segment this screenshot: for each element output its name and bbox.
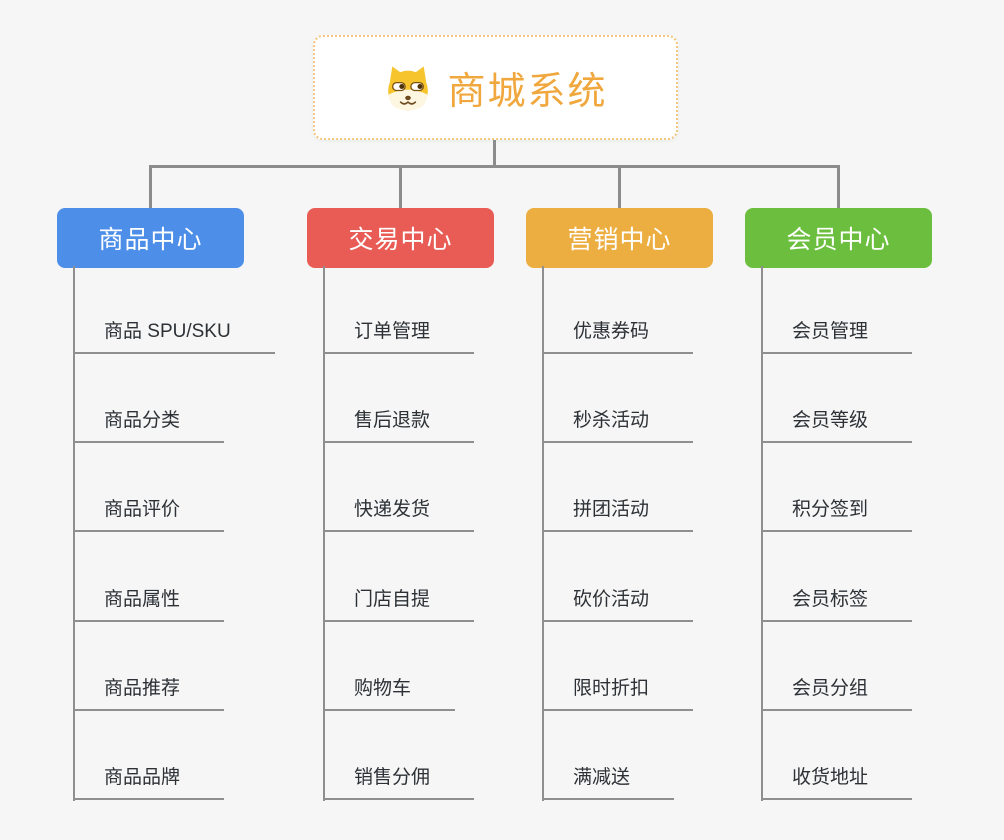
leaf-node[interactable]: 商品分类 xyxy=(73,407,225,443)
leaf-node[interactable]: 购物车 xyxy=(323,675,456,711)
leaf-node[interactable]: 快递发货 xyxy=(323,496,475,532)
root-node[interactable]: 商城系统 xyxy=(313,35,678,140)
connector-spine-members xyxy=(761,266,763,801)
connector-spine-products xyxy=(73,266,75,801)
leaf-node[interactable]: 积分签到 xyxy=(761,496,913,532)
doge-icon xyxy=(383,64,433,112)
leaf-node[interactable]: 售后退款 xyxy=(323,407,475,443)
connector-drop-marketing xyxy=(618,166,621,208)
branch-node-marketing[interactable]: 营销中心 xyxy=(526,208,713,268)
leaf-node[interactable]: 商品品牌 xyxy=(73,764,225,800)
leaf-node[interactable]: 销售分佣 xyxy=(323,764,475,800)
leaf-node[interactable]: 商品 SPU/SKU xyxy=(73,318,275,354)
leaf-node[interactable]: 拼团活动 xyxy=(542,496,694,532)
leaf-node[interactable]: 商品属性 xyxy=(73,586,225,622)
connector-root-stem xyxy=(493,140,496,167)
connector-drop-trade xyxy=(399,166,402,208)
leaf-node[interactable]: 优惠券码 xyxy=(542,318,694,354)
connector-spine-trade xyxy=(323,266,325,801)
branch-node-members[interactable]: 会员中心 xyxy=(745,208,932,268)
leaf-node[interactable]: 商品评价 xyxy=(73,496,225,532)
leaf-node[interactable]: 收货地址 xyxy=(761,764,913,800)
connector-drop-products xyxy=(149,166,152,208)
leaf-node[interactable]: 限时折扣 xyxy=(542,675,694,711)
leaf-node[interactable]: 商品推荐 xyxy=(73,675,225,711)
leaf-node[interactable]: 订单管理 xyxy=(323,318,475,354)
leaf-node[interactable]: 会员标签 xyxy=(761,586,913,622)
branch-node-trade[interactable]: 交易中心 xyxy=(307,208,494,268)
connector-horizontal-bar xyxy=(149,165,840,168)
leaf-node[interactable]: 门店自提 xyxy=(323,586,475,622)
root-label: 商城系统 xyxy=(447,71,608,113)
leaf-node[interactable]: 会员等级 xyxy=(761,407,913,443)
leaf-node[interactable]: 满减送 xyxy=(542,764,675,800)
connector-spine-marketing xyxy=(542,266,544,801)
leaf-node[interactable]: 秒杀活动 xyxy=(542,407,694,443)
leaf-node[interactable]: 砍价活动 xyxy=(542,586,694,622)
leaf-node[interactable]: 会员分组 xyxy=(761,675,913,711)
connector-drop-members xyxy=(837,166,840,208)
leaf-node[interactable]: 会员管理 xyxy=(761,318,913,354)
branch-node-products[interactable]: 商品中心 xyxy=(57,208,244,268)
